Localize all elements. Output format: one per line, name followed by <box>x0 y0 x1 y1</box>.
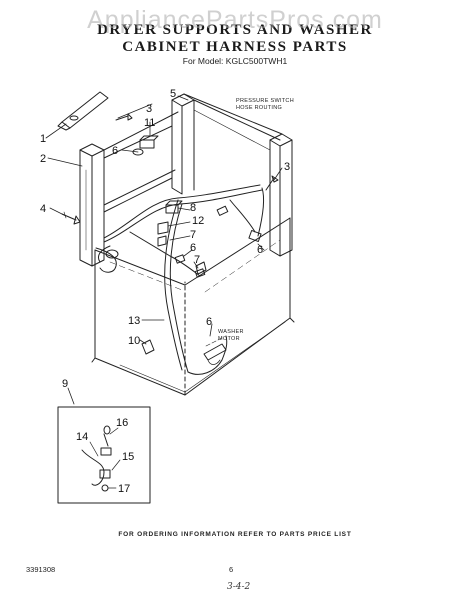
inset-part-9 <box>57 387 151 504</box>
callout-15: 15 <box>122 451 134 463</box>
page-title-line-1: DRYER SUPPORTS AND WASHER <box>97 22 373 38</box>
callout-16: 16 <box>116 417 128 429</box>
screw-right <box>265 175 279 191</box>
screw-top <box>115 113 133 121</box>
callout-6c: 6 <box>190 242 196 254</box>
leader-lines <box>45 95 283 345</box>
callout-1: 1 <box>40 133 46 145</box>
top-brace-bar <box>57 91 109 131</box>
callout-12: 12 <box>192 215 204 227</box>
callout-11: 11 <box>144 117 155 129</box>
washer-motor-note-line-1: WASHER <box>218 329 244 335</box>
page-number: 6 <box>229 565 234 574</box>
callout-9: 9 <box>62 378 68 390</box>
ordering-info-footer: FOR ORDERING INFORMATION REFER TO PARTS … <box>118 531 352 538</box>
callout-3: 3 <box>146 103 152 115</box>
washer-motor-note: WASHER MOTOR <box>218 329 244 342</box>
rear-dryer-support <box>103 93 293 257</box>
washer-motor-note-line-2: MOTOR <box>218 335 240 342</box>
callout-13: 13 <box>128 315 140 327</box>
callout-4: 4 <box>40 203 46 215</box>
pressure-switch-note-line-2: HOSE ROUTING <box>236 104 283 111</box>
callout-5: 5 <box>170 88 176 100</box>
harness-bracket <box>165 200 183 214</box>
callout-14: 14 <box>76 431 88 443</box>
pressure-switch-note-line-1: PRESSURE SWITCH <box>236 98 294 104</box>
callout-2: 2 <box>40 153 46 165</box>
callout-6a: 6 <box>112 145 118 157</box>
pressure-switch-hose <box>95 247 119 273</box>
callout-labels: 1 2 3 3 4 5 6 6 6 6 7 7 8 9 10 11 12 13 … <box>40 88 290 495</box>
callout-8: 8 <box>190 202 196 214</box>
part-7-clip <box>195 261 207 275</box>
pressure-switch-note: PRESSURE SWITCH HOSE ROUTING <box>236 98 294 111</box>
handwritten-note: 3-4-2 <box>227 582 251 592</box>
wiring-harness <box>97 184 265 375</box>
callout-7a: 7 <box>190 229 196 241</box>
washer-motor-connector <box>203 337 227 365</box>
callout-10: 10 <box>128 335 140 347</box>
left-dryer-support <box>79 143 105 267</box>
page-title-line-2: CABINET HARNESS PARTS <box>122 39 348 55</box>
washer-cabinet <box>91 217 295 396</box>
callout-3b: 3 <box>284 161 290 173</box>
part-10-clip <box>141 339 155 355</box>
harness-clip-11 <box>132 135 159 156</box>
harness-clip-12 <box>157 221 169 247</box>
callout-17: 17 <box>118 483 130 495</box>
model-number: For Model: KGLC500TWH1 <box>182 56 288 66</box>
callout-6d: 6 <box>206 316 212 328</box>
screw-left <box>61 211 81 225</box>
document-part-number: 3391308 <box>26 565 56 574</box>
callout-7b: 7 <box>194 254 200 266</box>
callout-6b: 6 <box>257 244 263 256</box>
